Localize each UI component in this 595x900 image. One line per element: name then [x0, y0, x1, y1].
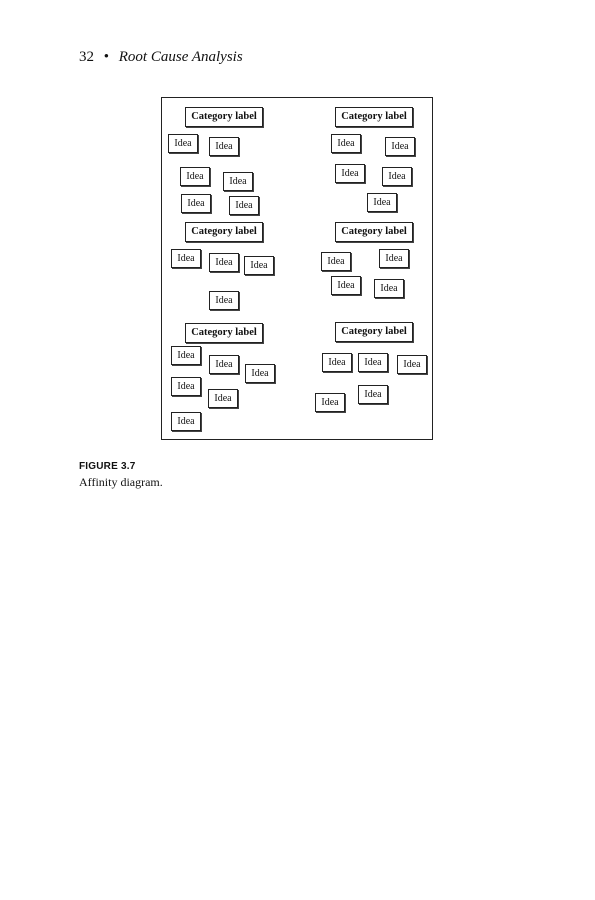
- idea-note: Idea: [171, 377, 201, 396]
- page-number: 32: [79, 49, 94, 65]
- idea-note: Idea: [321, 252, 351, 271]
- idea-note: Idea: [335, 164, 365, 183]
- idea-note: Idea: [367, 193, 397, 212]
- idea-note: Idea: [331, 134, 361, 153]
- idea-note: Idea: [168, 134, 198, 153]
- category-label-box: Category label: [185, 222, 263, 242]
- figure-caption-text: Affinity diagram.: [79, 475, 163, 489]
- category-label-box: Category label: [185, 107, 263, 127]
- idea-note: Idea: [223, 172, 253, 191]
- idea-note: Idea: [382, 167, 412, 186]
- category-label-box: Category label: [335, 222, 413, 242]
- idea-note: Idea: [229, 196, 259, 215]
- header-separator: •: [103, 49, 110, 65]
- idea-note: Idea: [209, 137, 239, 156]
- affinity-diagram: Category label Idea Idea Idea Idea Idea …: [161, 97, 433, 440]
- running-title: Root Cause Analysis: [118, 49, 243, 65]
- idea-note: Idea: [171, 249, 201, 268]
- idea-note: Idea: [181, 194, 211, 213]
- idea-note: Idea: [358, 353, 388, 372]
- idea-note: Idea: [379, 249, 409, 268]
- idea-note: Idea: [208, 389, 238, 408]
- idea-note: Idea: [180, 167, 210, 186]
- running-head: 32 • Root Cause Analysis: [79, 48, 243, 66]
- idea-note: Idea: [209, 291, 239, 310]
- idea-note: Idea: [209, 253, 239, 272]
- idea-note: Idea: [171, 412, 201, 431]
- category-label-box: Category label: [335, 107, 413, 127]
- idea-note: Idea: [385, 137, 415, 156]
- idea-note: Idea: [397, 355, 427, 374]
- idea-note: Idea: [322, 353, 352, 372]
- idea-note: Idea: [209, 355, 239, 374]
- idea-note: Idea: [244, 256, 274, 275]
- idea-note: Idea: [245, 364, 275, 383]
- idea-note: Idea: [374, 279, 404, 298]
- idea-note: Idea: [331, 276, 361, 295]
- figure-caption-label: FIGURE 3.7: [79, 461, 136, 472]
- category-label-box: Category label: [185, 323, 263, 343]
- idea-note: Idea: [171, 346, 201, 365]
- category-label-box: Category label: [335, 322, 413, 342]
- idea-note: Idea: [315, 393, 345, 412]
- idea-note: Idea: [358, 385, 388, 404]
